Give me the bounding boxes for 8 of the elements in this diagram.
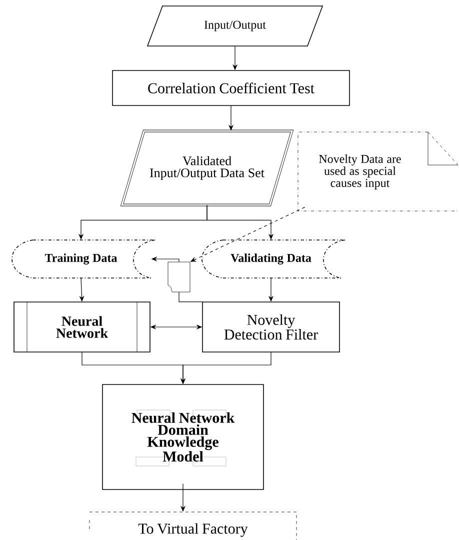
note-box: Novelty Data are used as special causes input	[298, 132, 459, 212]
process-box: Novelty Detection Filter	[202, 302, 340, 352]
model-box: Neural Network Domain Knowledge Model	[102, 384, 264, 490]
output-box: To Virtual Factory	[89, 512, 297, 540]
process-box: Correlation Coefficient Test	[112, 70, 350, 106]
connector-line	[178, 292, 203, 302]
process-box: Neural Network	[14, 302, 150, 352]
document-shape	[168, 262, 190, 292]
